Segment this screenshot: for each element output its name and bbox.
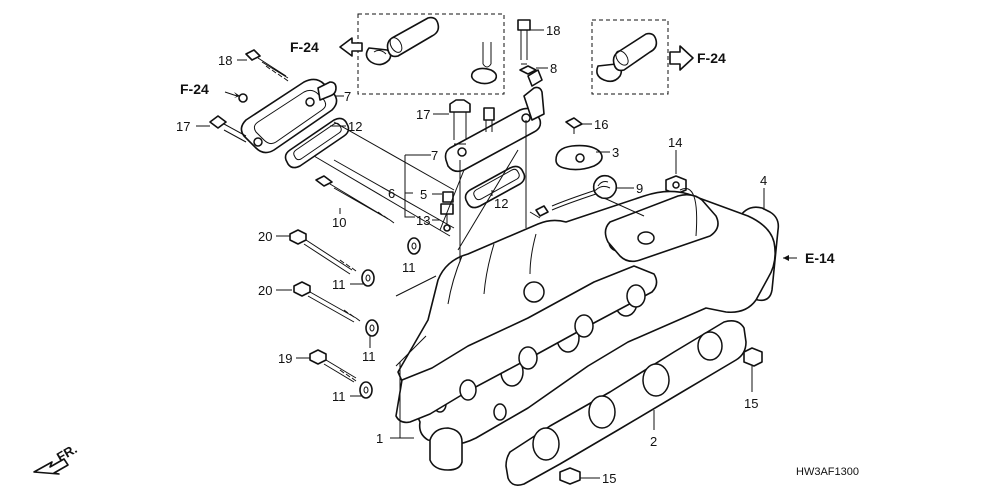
dowel-pin-15-bottom (559, 467, 581, 485)
front-direction-arrow: FR. (33, 441, 80, 475)
part-label-1: 1 (376, 431, 383, 446)
water-outlet-housing (240, 78, 338, 154)
part-label-15: 15 (602, 471, 616, 486)
f24-arrow-right: F-24 (669, 45, 726, 71)
f24-arrow-top-left: F-24 (290, 37, 363, 57)
washer-11-a (407, 237, 421, 255)
cover-plate-3 (555, 144, 603, 171)
part-label-7: 7 (344, 89, 351, 104)
part-label-18: 18 (218, 53, 232, 68)
part-label-12: 12 (494, 196, 508, 211)
part-label-2: 2 (650, 434, 657, 449)
part-number-labels: 18 7 12 17 18 8 17 16 3 7 6 5 13 12 9 14… (176, 23, 767, 486)
part-label-15: 15 (744, 396, 758, 411)
washer-11-d (359, 381, 373, 399)
gasket-12-center (464, 165, 526, 209)
part-label-11: 11 (402, 260, 416, 275)
bolt-17-left (209, 115, 247, 143)
part-label-4: 4 (760, 173, 767, 188)
front-label: FR. (54, 441, 80, 464)
part-label-10: 10 (332, 215, 346, 230)
part-label-5: 5 (420, 187, 427, 202)
part-label-9: 9 (636, 181, 643, 196)
bolt-19 (309, 349, 357, 383)
part-label-20: 20 (258, 283, 272, 298)
part-label-13: 13 (416, 213, 430, 228)
ref-label: F-24 (180, 81, 209, 97)
hose-detail-box-right (591, 19, 669, 95)
ref-label: F-24 (697, 50, 726, 66)
part-label-11: 11 (362, 349, 376, 364)
part-label-11: 11 (332, 277, 346, 292)
washer-11-b (361, 269, 375, 287)
part-label-12: 12 (348, 119, 362, 134)
bolt-18-center (517, 19, 531, 65)
part-label-11: 11 (332, 389, 346, 404)
part-label-17: 17 (176, 119, 190, 134)
part-label-6: 6 (388, 186, 395, 201)
diagram-code: HW3AF1300 (796, 466, 859, 478)
part-label-17: 17 (416, 107, 430, 122)
stud-bolt-10 (315, 175, 395, 224)
leader-lines (313, 120, 698, 367)
e14-arrow: E-14 (783, 250, 835, 266)
bolt-17-center (449, 99, 495, 145)
manifold-gasket-2 (505, 320, 747, 486)
bolt-8 (519, 65, 537, 75)
washer-11-c (365, 319, 379, 337)
bolt-18-left (245, 49, 289, 82)
ref-label: E-14 (805, 250, 835, 266)
o2-sensor-9 (535, 174, 618, 217)
part-label-16: 16 (594, 117, 608, 132)
bolt-20-lower (293, 281, 361, 323)
hose-detail-box-left (357, 13, 505, 95)
bolt-20-upper (289, 229, 357, 275)
part-label-3: 3 (612, 145, 619, 160)
exhaust-manifold-1 (395, 190, 776, 471)
part-label-8: 8 (550, 61, 557, 76)
ref-label: F-24 (290, 39, 319, 55)
part-label-19: 19 (278, 351, 292, 366)
bracket-7-center (444, 69, 545, 173)
stud-5 (442, 191, 454, 203)
nut-stud-left (238, 93, 248, 103)
part-label-20: 20 (258, 229, 272, 244)
part-label-7: 7 (431, 148, 438, 163)
part-label-14: 14 (668, 135, 682, 150)
dowel-pin-15-right (743, 347, 763, 367)
bolt-13 (440, 203, 454, 232)
part-label-18: 18 (546, 23, 560, 38)
f24-arrow-mid-left: F-24 (180, 81, 240, 98)
callout-lines (196, 29, 765, 479)
bolt-16 (565, 117, 583, 134)
